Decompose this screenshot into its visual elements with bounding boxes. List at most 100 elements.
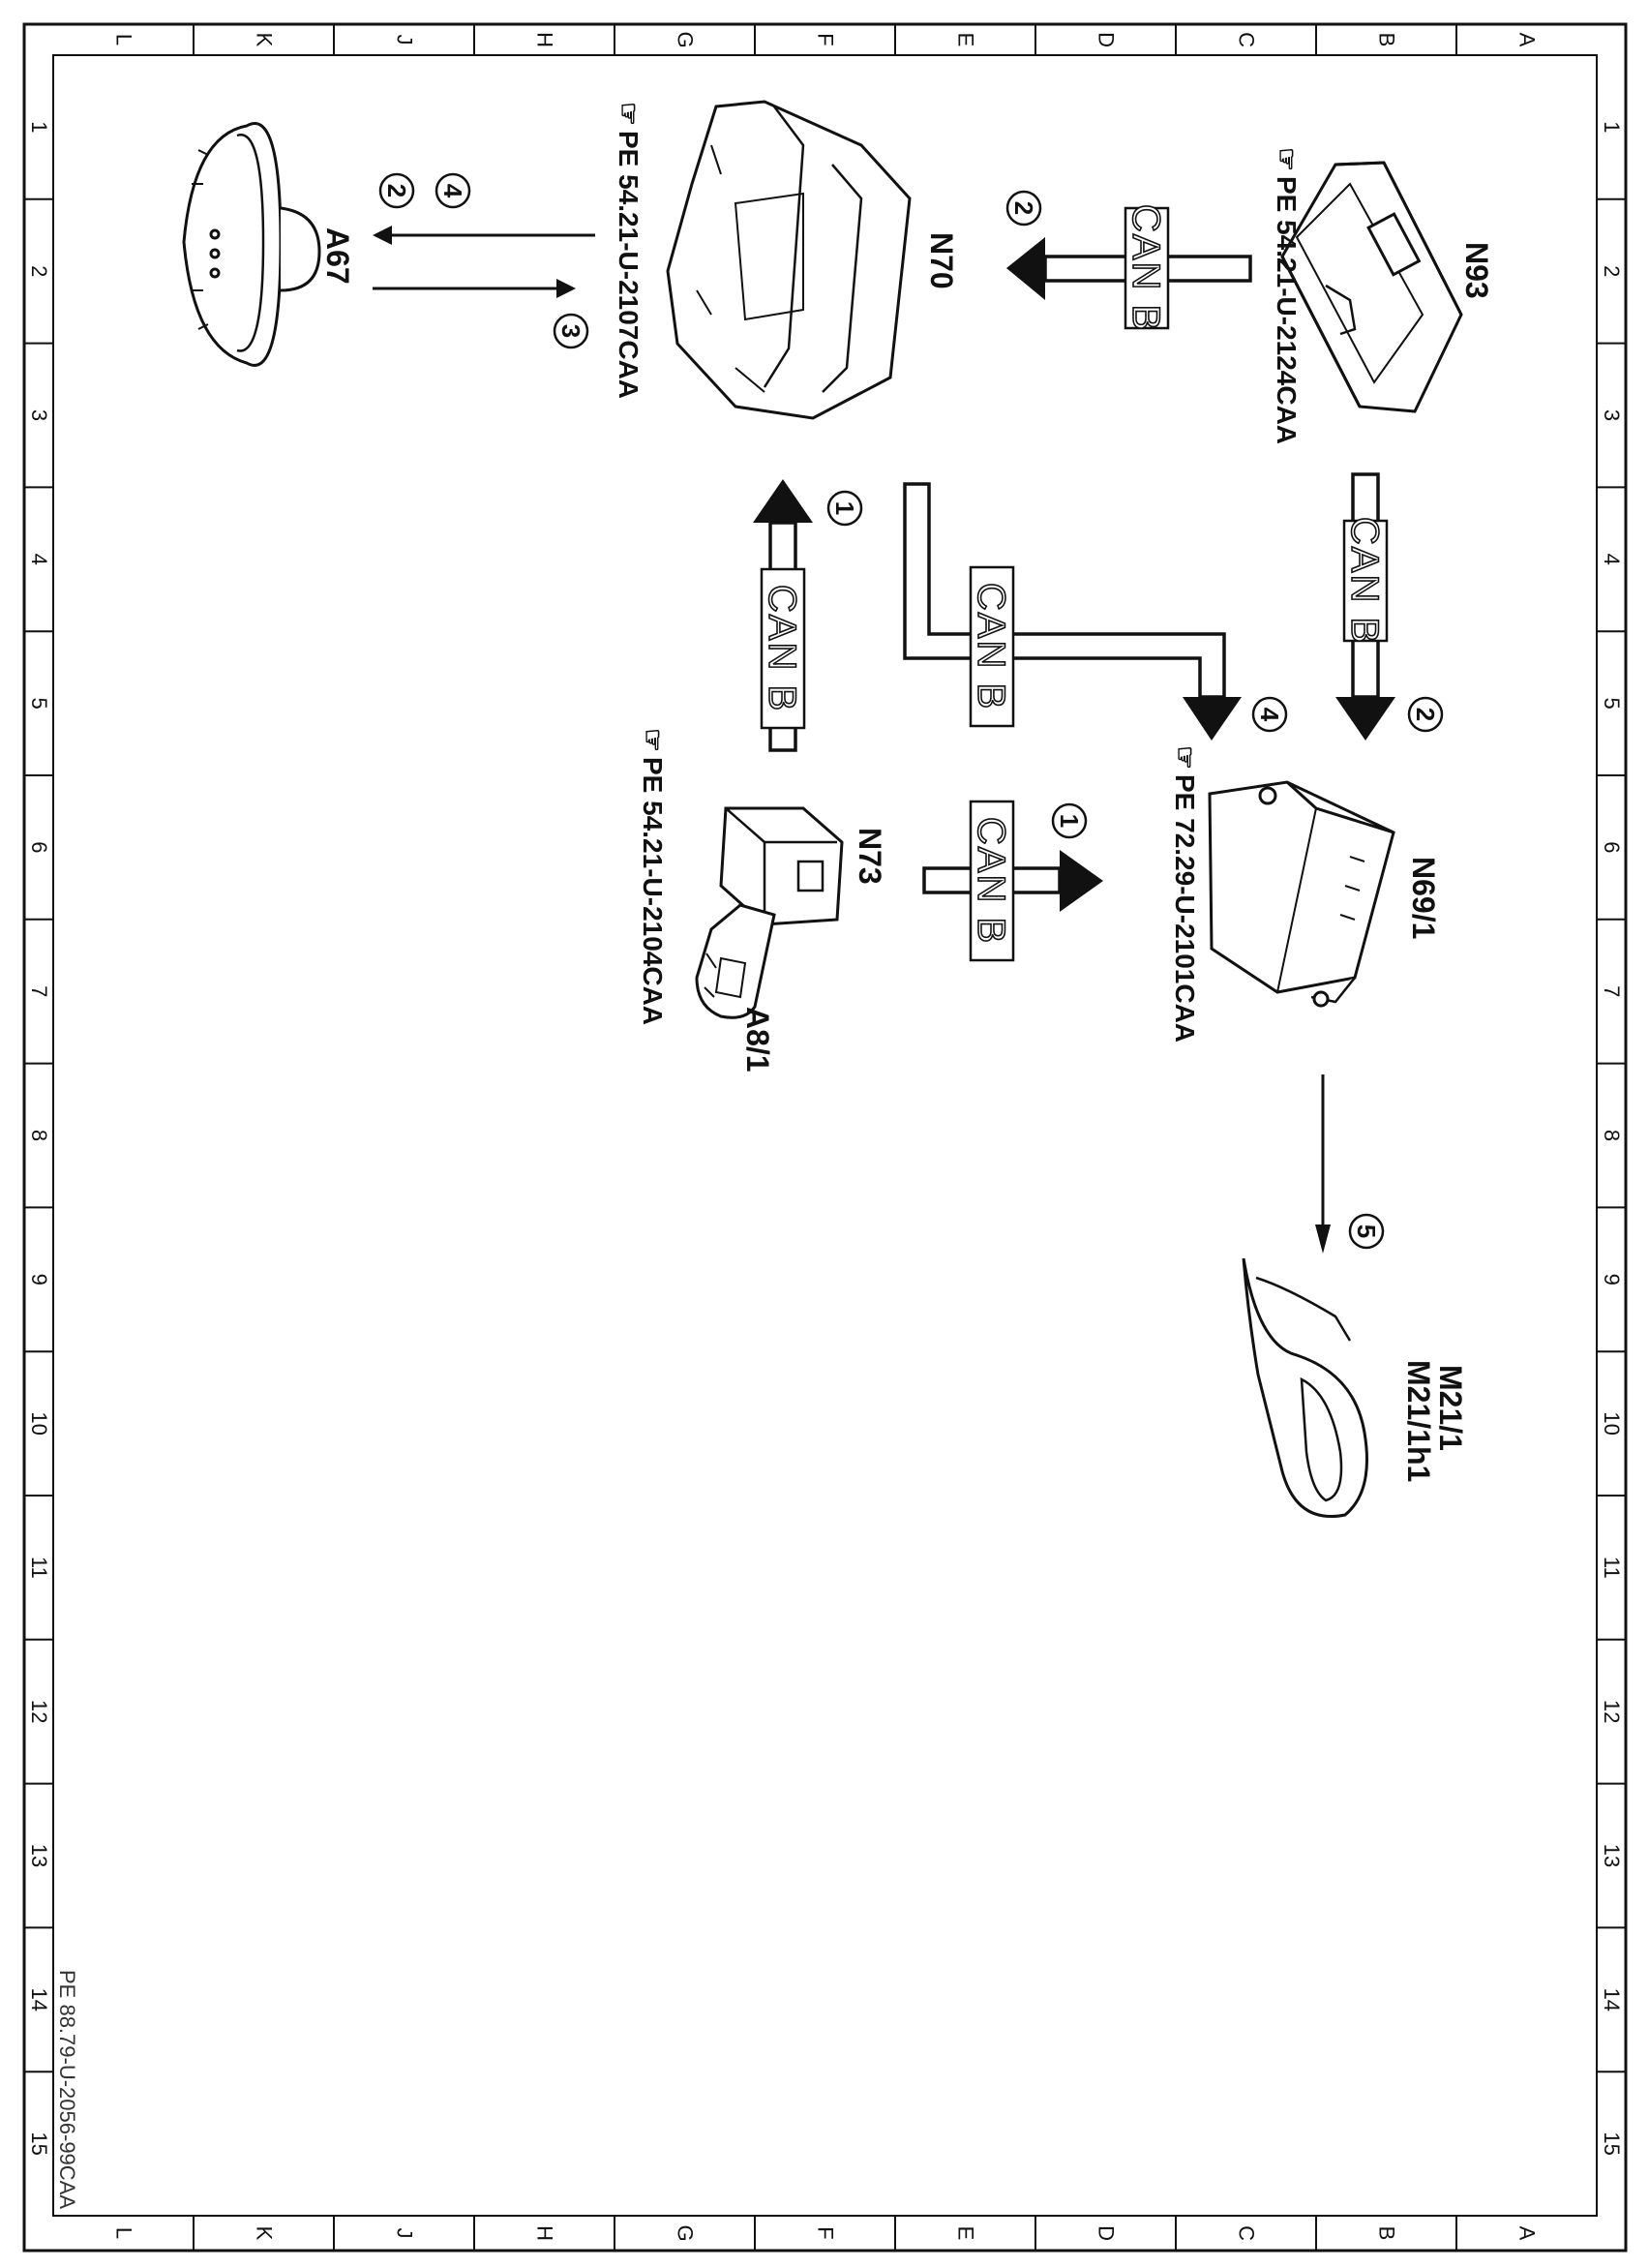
can-label-n73-n69: CAN B	[969, 800, 1015, 962]
column-label-top: J	[393, 35, 417, 45]
row-label-right: 11	[1600, 1557, 1624, 1579]
step-4-n70-n69: 4	[1251, 696, 1288, 733]
bus-n70-n69	[903, 482, 1226, 699]
row-label-left: 5	[27, 697, 51, 709]
row-label-right: 10	[1600, 1411, 1624, 1435]
frame-ticks	[24, 24, 1626, 2251]
column-label-top: K	[253, 33, 277, 47]
column-label-bottom: B	[1375, 2226, 1399, 2241]
svg-text:☞: ☞	[1272, 147, 1302, 171]
row-label-left: 9	[27, 1274, 51, 1285]
step-2-n93-n69: 2	[1407, 696, 1444, 733]
arrowhead-to-n70	[1006, 237, 1045, 300]
row-label-left: 13	[27, 1844, 51, 1867]
row-label-left: 1	[27, 121, 51, 133]
label-a67: A67	[320, 227, 355, 285]
column-label-bottom: K	[253, 2226, 277, 2241]
can-label-n93-n70: CAN B	[1124, 203, 1170, 333]
drawing-frame	[22, 22, 1628, 2253]
ref-n70: ☞ PE 54.21-U-2107CAA	[614, 102, 644, 399]
ref-n69: ☞ PE 72.29-U-2101CAA	[1170, 745, 1200, 1043]
can-b-labels: CAN B CAN B CAN B CAN B CAN B	[760, 203, 1389, 962]
column-label-bottom: G	[674, 2224, 698, 2241]
arrowhead-to-a67	[373, 226, 392, 245]
svg-text:CAN B: CAN B	[1343, 517, 1386, 645]
can-label-n73-n70: CAN B	[760, 567, 806, 730]
svg-text:PE 54.21-U-2104CAA: PE 54.21-U-2104CAA	[638, 757, 668, 1025]
row-label-right: 13	[1600, 1844, 1624, 1867]
row-label-right: 12	[1600, 1700, 1624, 1723]
svg-text:1: 1	[1055, 814, 1084, 828]
arrowhead-to-n70-from-n73	[753, 479, 813, 523]
svg-text:CAN B: CAN B	[970, 583, 1012, 711]
column-label-top: C	[1235, 32, 1259, 47]
document-id: PE 88.79-U-2056-99CAA	[55, 1970, 79, 2209]
can-label-n70-n69: CAN B	[969, 565, 1015, 728]
row-label-right: 1	[1600, 121, 1624, 133]
column-label-bottom: H	[533, 2225, 557, 2241]
column-label-bottom: F	[814, 2226, 838, 2239]
row-label-left: 10	[27, 1411, 51, 1435]
svg-text:4: 4	[1255, 708, 1284, 722]
svg-text:2: 2	[1411, 708, 1440, 721]
can-label-n93-n69: CAN B	[1342, 516, 1389, 646]
step-4-a67: 4	[435, 172, 471, 209]
column-label-top: B	[1375, 33, 1399, 47]
svg-text:CAN B: CAN B	[970, 817, 1012, 945]
row-label-right: 8	[1600, 1130, 1624, 1141]
row-label-left: 7	[27, 985, 51, 997]
a67-mirror	[182, 122, 321, 367]
column-label-bottom: E	[954, 2226, 978, 2241]
svg-text:☞: ☞	[614, 102, 644, 126]
column-label-top: F	[814, 33, 838, 45]
svg-text:2: 2	[1009, 201, 1038, 215]
step-3-a67: 3	[553, 313, 589, 349]
row-label-right: 7	[1600, 985, 1624, 997]
svg-text:CAN B: CAN B	[1124, 204, 1167, 332]
label-n73: N73	[853, 828, 887, 885]
row-label-left: 14	[27, 1988, 51, 2011]
row-label-left: 11	[27, 1557, 51, 1579]
column-label-bottom: D	[1094, 2225, 1119, 2241]
column-label-bottom: C	[1235, 2225, 1259, 2241]
row-label-left: 4	[27, 554, 51, 565]
arrowheads	[373, 226, 1395, 1254]
column-label-bottom: J	[393, 2228, 417, 2239]
arrowhead-to-n69-from-n70	[1183, 697, 1242, 741]
label-m21-1: M21/1	[1433, 1365, 1468, 1451]
column-label-top: A	[1515, 33, 1540, 47]
row-label-right: 2	[1600, 265, 1624, 277]
label-a8-1: A8/1	[740, 1007, 775, 1073]
svg-text:2: 2	[382, 184, 411, 197]
svg-text:PE 54.21-U-2107CAA: PE 54.21-U-2107CAA	[614, 131, 644, 399]
label-n70: N70	[924, 232, 959, 289]
label-m21-1h1: M21/1h1	[1401, 1360, 1436, 1482]
ref-n73: ☞ PE 54.21-U-2104CAA	[638, 728, 668, 1025]
n93-module	[1280, 161, 1463, 413]
step-2-a67: 2	[378, 172, 415, 209]
row-label-left: 3	[27, 409, 51, 421]
step-1-n73-n69: 1	[1051, 802, 1088, 839]
arrowhead-to-n70-from-a67	[556, 279, 576, 298]
step-1-n73-n70: 1	[826, 490, 863, 527]
component-labels: N93 N70 A67 N69/1 N73 A8/1 M21/1 M21/1h1	[320, 227, 1494, 1482]
step-2-n93-n70: 2	[1005, 190, 1042, 227]
svg-text:PE 54.21-U-2124CAA: PE 54.21-U-2124CAA	[1272, 176, 1302, 444]
step-markers: 2 2 4 1 1 4 2 3 5	[378, 172, 1444, 1250]
row-label-right: 4	[1600, 554, 1624, 565]
column-label-top: H	[533, 32, 557, 47]
row-label-left: 15	[27, 2132, 51, 2155]
row-label-left: 12	[27, 1700, 51, 1723]
n70-panel	[666, 100, 912, 420]
svg-text:4: 4	[438, 184, 467, 198]
step-5-m21: 5	[1348, 1213, 1385, 1250]
column-label-bottom: A	[1515, 2226, 1540, 2241]
svg-text:☞: ☞	[1170, 745, 1200, 770]
svg-text:PE 72.29-U-2101CAA: PE 72.29-U-2101CAA	[1170, 774, 1200, 1043]
column-label-top: L	[112, 34, 136, 45]
ref-n93: ☞ PE 54.21-U-2124CAA	[1272, 147, 1302, 444]
column-label-top: E	[954, 33, 978, 47]
row-label-right: 3	[1600, 409, 1624, 421]
